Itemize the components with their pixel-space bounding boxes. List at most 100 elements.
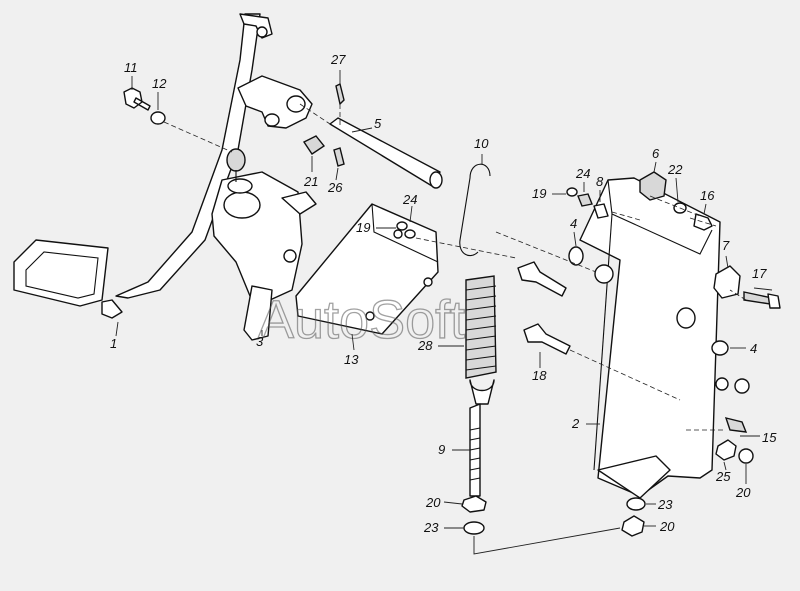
callout-2: 2 bbox=[571, 416, 580, 431]
washer-20-right bbox=[738, 448, 754, 464]
washer-4-left bbox=[568, 246, 584, 266]
pin-8 bbox=[593, 203, 609, 219]
callout-21: 21 bbox=[303, 174, 318, 189]
leader-5 bbox=[351, 127, 373, 133]
assembly-lines bbox=[299, 103, 747, 431]
callout-9: 9 bbox=[438, 442, 445, 457]
bolt-11-washer-12 bbox=[123, 87, 233, 153]
plate-13-hole bbox=[393, 229, 403, 239]
pin-26 bbox=[333, 147, 345, 167]
callout-20-right: 20 bbox=[735, 485, 751, 500]
leader-26 bbox=[335, 167, 339, 181]
washer-23 bbox=[463, 521, 485, 535]
pivot-bracket bbox=[237, 75, 313, 129]
cylinder-outlet bbox=[243, 285, 273, 341]
rod-9-eye bbox=[469, 379, 495, 405]
callout-20-lower: 20 bbox=[659, 519, 675, 534]
cylinder-reservoir bbox=[223, 191, 261, 219]
leader-4 bbox=[573, 231, 577, 247]
watermark: AutoSoft bbox=[258, 290, 465, 350]
callout-labels: 11 12 27 5 10 21 26 6 22 16 19 24 8 24 1… bbox=[110, 52, 777, 535]
callout-22: 22 bbox=[667, 162, 683, 177]
callout-15: 15 bbox=[762, 430, 777, 445]
bolt-16 bbox=[693, 213, 713, 231]
callout-4: 4 bbox=[570, 216, 577, 231]
reservoir-cap bbox=[227, 178, 253, 194]
leader-13 bbox=[351, 333, 355, 351]
callout-23: 23 bbox=[423, 520, 439, 535]
dash-11-to-lever bbox=[163, 121, 233, 153]
leader-16 bbox=[703, 203, 707, 215]
callout-23-right: 23 bbox=[657, 497, 673, 512]
dash-plate-bolt bbox=[415, 237, 517, 259]
callout-19: 19 bbox=[532, 186, 546, 201]
cylinder-mount-ear bbox=[281, 191, 317, 215]
dash-16 bbox=[689, 217, 717, 227]
leader-17 bbox=[753, 287, 773, 291]
main-bracket-bore-2 bbox=[676, 307, 696, 329]
callout-7: 7 bbox=[722, 238, 730, 253]
pedal-foot-stop bbox=[101, 299, 123, 319]
callout-5: 5 bbox=[374, 116, 382, 131]
main-bracket-2 bbox=[579, 171, 741, 499]
bolts-and-hardware bbox=[396, 187, 781, 537]
washer-19-left bbox=[396, 221, 408, 231]
leader-1 bbox=[115, 321, 119, 337]
bolt-17-head bbox=[767, 293, 781, 309]
bolt-upper bbox=[517, 261, 567, 297]
shaft-5 bbox=[329, 117, 441, 187]
callout-10: 10 bbox=[474, 136, 489, 151]
callout-12: 12 bbox=[152, 76, 167, 91]
dash-18-to-bracket bbox=[569, 349, 681, 401]
main-bracket-bore bbox=[594, 264, 614, 284]
callout-25: 25 bbox=[715, 469, 731, 484]
nut-24 bbox=[577, 193, 593, 207]
master-cylinder-body bbox=[211, 171, 303, 301]
callout-4-right: 4 bbox=[750, 341, 757, 356]
leader-7 bbox=[725, 255, 729, 269]
pedal-lever-pivot-hole bbox=[256, 26, 268, 38]
callout-leaders bbox=[115, 70, 773, 529]
plate-13-hole-3 bbox=[365, 311, 375, 321]
bracket-bore bbox=[286, 95, 306, 113]
callout-27: 27 bbox=[330, 52, 346, 67]
rod-9 bbox=[469, 403, 481, 497]
bolt-18 bbox=[523, 323, 571, 355]
callout-24: 24 bbox=[575, 166, 590, 181]
nut-21 bbox=[302, 135, 326, 155]
leader-24-left bbox=[409, 205, 413, 223]
cotter-pin-27 bbox=[335, 82, 345, 106]
main-bracket-foot bbox=[597, 455, 671, 499]
rod-to-bracket-line bbox=[473, 527, 621, 555]
callout-18: 18 bbox=[532, 368, 547, 383]
washer-12 bbox=[150, 111, 166, 125]
washer-23-lower bbox=[626, 497, 646, 511]
nut-24-left bbox=[404, 229, 416, 239]
dash-shaft bbox=[299, 103, 331, 125]
bushing-6 bbox=[639, 171, 667, 201]
plate-13-fold bbox=[371, 203, 439, 263]
nut-20 bbox=[461, 495, 487, 513]
callout-16: 16 bbox=[700, 188, 715, 203]
callout-20: 20 bbox=[425, 495, 441, 510]
spring-28-coils bbox=[465, 285, 497, 371]
leader-6 bbox=[653, 161, 657, 173]
spring-28 bbox=[465, 275, 497, 379]
callout-1: 1 bbox=[110, 336, 117, 351]
rod-9-thread bbox=[469, 427, 481, 481]
pedal-pad-inner bbox=[25, 251, 99, 299]
leader-22 bbox=[675, 177, 679, 203]
callout-8: 8 bbox=[596, 174, 604, 189]
callout-13: 13 bbox=[344, 352, 359, 367]
nut-25 bbox=[715, 439, 737, 461]
bolt-11 bbox=[123, 87, 151, 111]
main-bracket-body bbox=[579, 177, 721, 497]
callout-26: 26 bbox=[327, 180, 343, 195]
main-bracket-edge bbox=[593, 213, 613, 471]
washer-4 bbox=[711, 340, 729, 356]
callout-24-left: 24 bbox=[402, 192, 417, 207]
cylinder-port bbox=[283, 249, 297, 263]
bushing-7 bbox=[713, 265, 741, 299]
washer-mid bbox=[734, 378, 750, 394]
